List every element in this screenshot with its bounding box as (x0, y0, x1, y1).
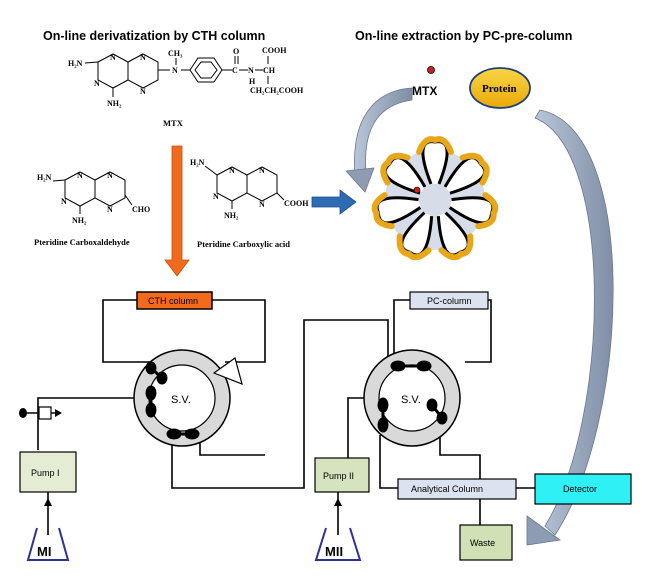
acid-n4: N (259, 200, 265, 209)
blue-arrow-right (311, 189, 357, 215)
mtx-molecule-dot (427, 66, 435, 74)
sv-right-label: S.V. (401, 394, 421, 406)
acid-structure: H₂N N N N N NH₂ COOH Pteridine Carboxyli… (190, 158, 309, 249)
micelle-shell (396, 233, 432, 261)
mtx-bound-dot (413, 186, 421, 194)
flask-ii (314, 527, 362, 561)
mtx-c: C (232, 66, 238, 75)
aldehyde-n4: N (107, 205, 113, 214)
aldehyde-nh2-top: H₂N (37, 173, 52, 182)
acid-n2: N (213, 192, 219, 201)
mtx-n-methyl: N (172, 66, 178, 75)
mobile-phase-i-label: MI (37, 544, 51, 559)
aldehyde-nh2-bottom: NH₂ (72, 216, 87, 225)
mobile-phase-ii-label: MII (325, 544, 343, 559)
aldehyde-n2: N (61, 197, 67, 206)
pc-pre-column-particle (371, 136, 499, 261)
detector-label: Detector (563, 484, 597, 494)
acid-nh2-top: H₂N (190, 158, 205, 167)
mtx-n1: N (110, 53, 116, 62)
mtx-amide-n: N (248, 66, 254, 75)
protein-label: Protein (482, 83, 517, 95)
analytical-column[interactable] (397, 478, 517, 500)
pump-i[interactable] (19, 451, 77, 493)
mtx-name: MTX (163, 118, 184, 128)
micelle-shell (380, 152, 411, 186)
aldehyde-cho: CHO (132, 205, 150, 214)
orange-arrow-down (164, 145, 190, 277)
micelle-shell (416, 136, 454, 155)
title-online-extraction: On-line extraction by PC-pre-column (355, 29, 572, 43)
inlet-plug (19, 408, 27, 418)
waste-label: Waste (470, 538, 495, 548)
waste[interactable] (459, 524, 513, 561)
mtx-h: H (249, 77, 256, 86)
pc-column[interactable] (409, 291, 489, 310)
tee-junction (38, 406, 52, 420)
mtx-n2: N (94, 79, 100, 88)
mobile-phase-i: MI (26, 498, 70, 561)
mtx-ring-right (127, 53, 159, 89)
pump-ii-label: Pump II (323, 471, 354, 481)
mtx-cooh-chain: CH₂CH₂COOH (250, 86, 304, 95)
valve-port-loop (212, 357, 243, 385)
micelle-shell (371, 192, 395, 230)
cth-column[interactable] (136, 291, 213, 310)
cth-column-label: CTH column (148, 296, 198, 306)
mtx-cooh-top: COOH (262, 46, 287, 55)
protein-ellipse (469, 67, 531, 109)
mtx-nh2-top: H₂N (68, 59, 83, 68)
pump-i-label: Pump I (31, 468, 60, 478)
pump-ii[interactable] (314, 457, 370, 493)
acid-nh2-bottom: NH₂ (224, 211, 239, 220)
mtx-structure: H₂N N N N N NH₂ N CH₃ C O N H CH COOH CH… (68, 46, 304, 128)
sv-left-label: S.V. (171, 394, 191, 406)
acid-n3: N (259, 166, 265, 175)
mtx-ch3: CH₃ (168, 49, 183, 58)
switching-valve-left[interactable]: S.V. (133, 349, 243, 447)
mtx-ch: CH (263, 66, 276, 75)
detector[interactable] (534, 473, 632, 505)
aldehyde-structure: H₂N N N N N NH₂ CHO Pteridine Carboxalde… (34, 171, 150, 247)
micelle-shell (475, 192, 499, 230)
aldehyde-n1: N (77, 171, 83, 180)
switching-valve-right[interactable]: S.V. (363, 349, 461, 447)
aldehyde-n3: N (107, 171, 113, 180)
inlet-tee (19, 406, 62, 420)
acid-n1: N (229, 166, 235, 175)
mtx-o: O (233, 47, 239, 56)
mtx-n3: N (140, 53, 146, 62)
aldehyde-ring-right (94, 171, 126, 207)
acid-name: Pteridine Carboxylic acid (197, 239, 290, 249)
micelle-shell (438, 233, 474, 261)
micelle-shell (459, 152, 490, 186)
analytical-column-label: Analytical Column (411, 484, 483, 494)
flask-i (26, 527, 70, 561)
pc-column-label: PC-column (427, 296, 472, 306)
mtx-extraction-label: MTX (412, 84, 437, 98)
mtx-nh2-bottom: NH₂ (107, 99, 122, 108)
mtx-n4: N (140, 87, 146, 96)
protein-curved-arrow (534, 109, 614, 536)
title-online-derivatization: On-line derivatization by CTH column (43, 29, 265, 43)
mobile-phase-ii: MII (314, 498, 362, 561)
aldehyde-name: Pteridine Carboxaldehyde (34, 237, 130, 247)
acid-cooh: COOH (284, 199, 309, 208)
